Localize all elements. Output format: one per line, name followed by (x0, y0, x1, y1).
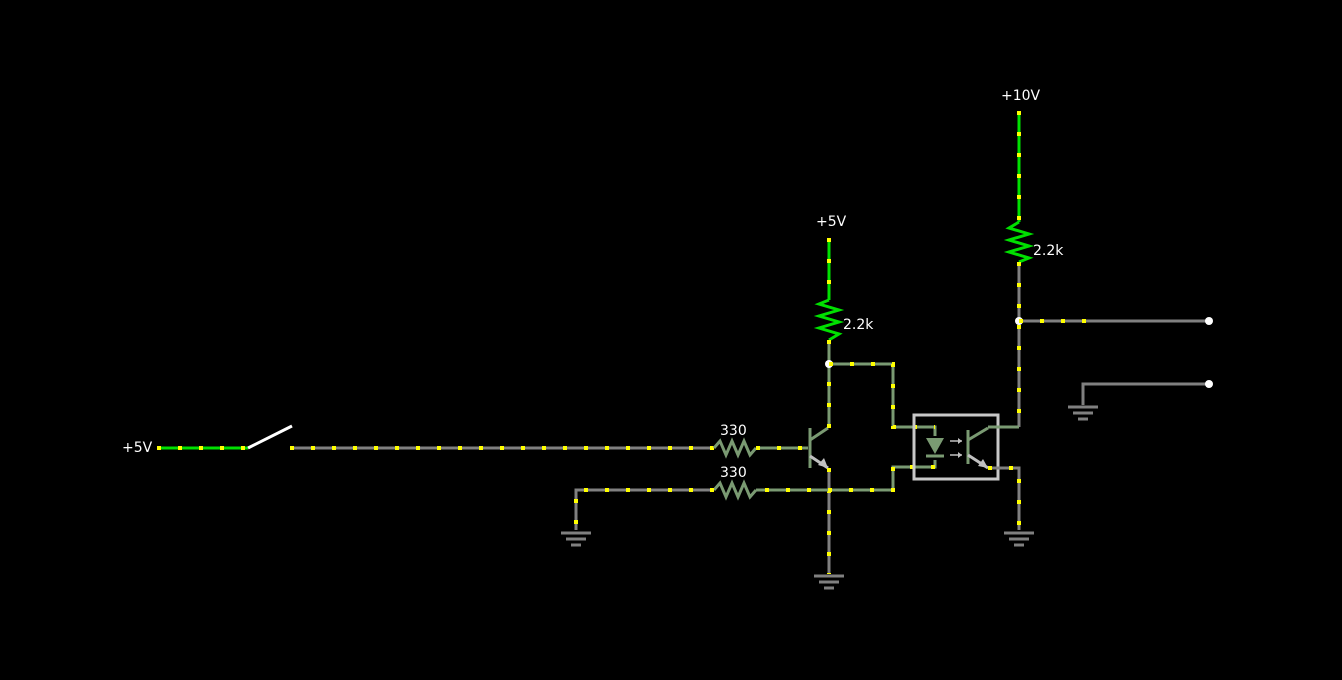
current-dots (574, 488, 714, 530)
output-ground-wire[interactable] (1081, 382, 1209, 405)
led-resistor-label: 330 (720, 465, 747, 481)
transistor-supply-label: +5V (816, 214, 847, 230)
base-resistor-label: 330 (720, 423, 747, 439)
switch-lever[interactable] (247, 424, 293, 450)
optocoupler[interactable] (912, 413, 1000, 481)
output-supply[interactable]: +10V (1001, 88, 1041, 222)
current-dots (988, 466, 1021, 530)
pullup-transistor-label: 2.2k (843, 317, 874, 333)
input-supply-label: +5V (122, 440, 153, 456)
emitter-arrow-icon (818, 458, 828, 468)
output-supply-label: +10V (1001, 88, 1041, 104)
npn-transistor[interactable] (808, 426, 829, 470)
ground-symbol-output (1068, 405, 1098, 421)
ground-symbol-left (561, 531, 591, 547)
pullup-resistor-output[interactable]: 2.2k (1003, 220, 1064, 264)
output-terminal[interactable] (1205, 317, 1213, 325)
pullup-output-label: 2.2k (1033, 243, 1064, 259)
cathode-wire[interactable] (756, 460, 937, 492)
transistor-supply[interactable]: +5V (816, 214, 847, 300)
current-dots (756, 465, 935, 492)
pullup-resistor-transistor[interactable]: 2.2k (813, 298, 874, 342)
base-resistor[interactable]: 330 (712, 423, 758, 459)
current-dots (829, 362, 935, 429)
led-icon (926, 438, 944, 454)
ground-symbol-transistor (814, 574, 844, 590)
anode-wire[interactable] (829, 362, 937, 436)
toggle-switch[interactable] (247, 424, 293, 450)
ground-symbol-opto (1004, 531, 1034, 547)
input-supply[interactable]: +5V (122, 440, 248, 456)
led-resistor[interactable]: 330 (712, 465, 758, 501)
output-terminal[interactable] (1205, 380, 1213, 388)
optocoupler-box (912, 413, 1000, 481)
led-ground-wire[interactable] (574, 488, 714, 530)
opto-emitter-wire[interactable] (988, 466, 1021, 530)
